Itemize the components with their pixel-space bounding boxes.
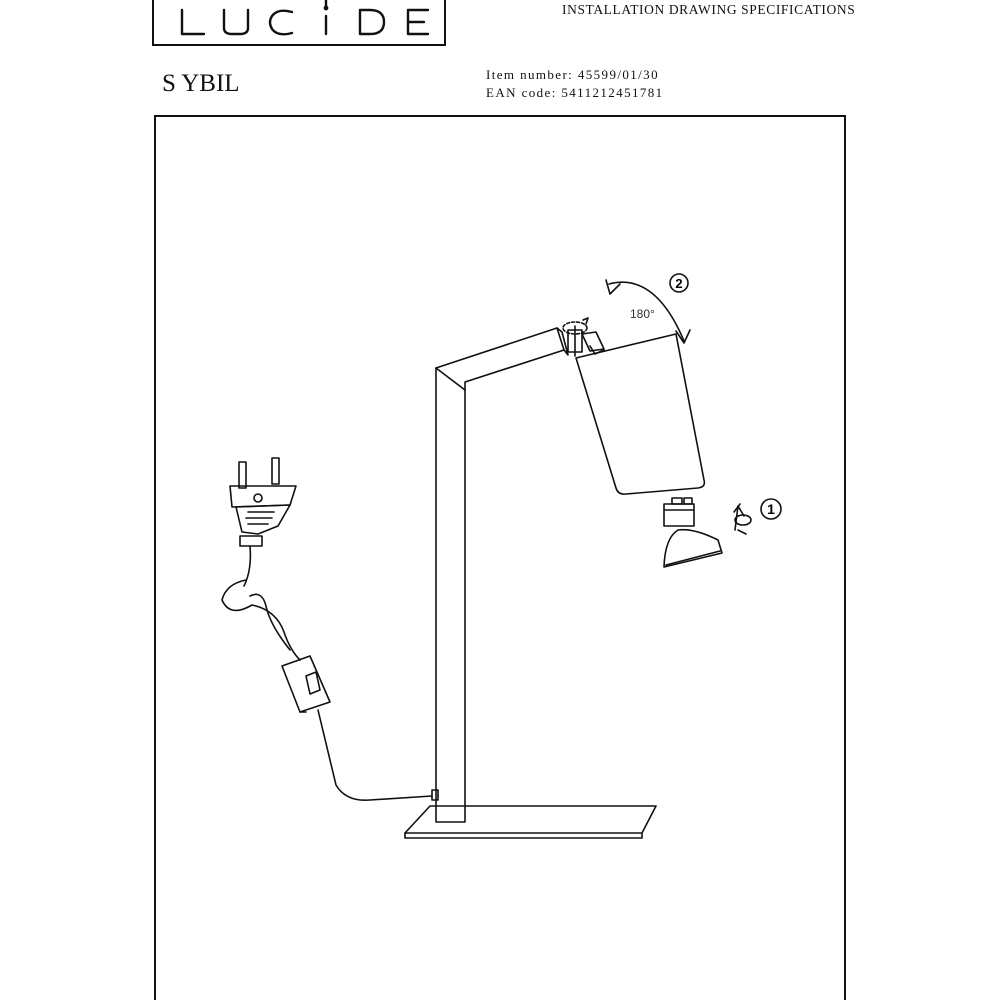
document-type: INSTALLATION DRAWING SPECIFICATIONS	[562, 2, 856, 17]
drawing-frame	[154, 115, 846, 1000]
rotation-arrow-icon	[605, 279, 691, 344]
power-cable-base	[317, 709, 439, 802]
inline-switch	[281, 655, 331, 713]
lamp-stand	[435, 367, 466, 823]
lamp-arm	[435, 327, 569, 391]
step-1-label: 1	[767, 501, 775, 517]
gu10-bulb	[663, 497, 723, 568]
step-2-label: 2	[675, 276, 682, 291]
step-2-badge: 2	[669, 273, 689, 293]
rotation-angle-label: 180°	[630, 307, 655, 321]
swivel-joint	[562, 317, 589, 357]
product-name: S YBIL	[162, 70, 240, 97]
power-plug	[229, 457, 297, 547]
lamp-base	[404, 805, 657, 839]
product-meta: Item number: 45599/01/30 EAN code: 54112…	[486, 66, 664, 102]
brand-logo-wordmark	[180, 0, 430, 36]
shade-connector	[581, 331, 605, 352]
item-number: Item number: 45599/01/30	[486, 67, 659, 82]
power-cable	[221, 545, 301, 661]
ean-code: EAN code: 5411212451781	[486, 85, 664, 100]
logo-i-dot	[323, 5, 329, 11]
twist-icon	[733, 503, 752, 535]
step-1-badge: 1	[760, 498, 782, 520]
brand-logo	[152, 0, 446, 46]
lamp-shade	[575, 333, 706, 495]
